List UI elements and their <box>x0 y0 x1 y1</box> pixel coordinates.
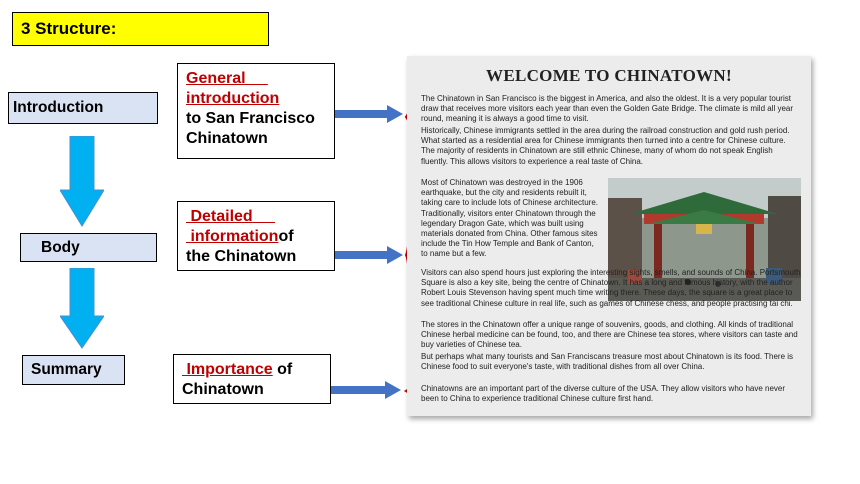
summary-label: Summary <box>22 355 125 385</box>
article-paragraph: The stores in the Chinatown offer a uniq… <box>421 320 798 350</box>
intro-description-box: General introduction to San Francisco Ch… <box>177 63 335 159</box>
article-paragraph: Historically, Chinese immigrants settled… <box>421 126 790 166</box>
body-red-text-1: Detailed <box>190 208 253 225</box>
article-paragraph: The Chinatown in San Francisco is the bi… <box>421 94 794 124</box>
introduction-label: Introduction <box>8 92 158 124</box>
intro-text-1: to San Francisco <box>186 110 315 127</box>
body-label: Body <box>20 233 157 262</box>
article-title: WELCOME TO CHINATOWN! <box>486 66 732 85</box>
article-paragraph: But perhaps what many tourists and San F… <box>421 352 794 372</box>
body-red-text-2: information <box>190 228 279 245</box>
intro-red-text-1: General <box>186 70 246 87</box>
body-description-box: Detailed informationof the Chinatown <box>177 201 335 271</box>
right-arrow-icon <box>335 105 403 123</box>
chinatown-gate-photo <box>608 178 801 301</box>
article-paragraph: Most of Chinatown was destroyed in the 1… <box>421 178 598 259</box>
body-text-2: the Chinatown <box>186 248 297 265</box>
right-arrow-icon <box>335 246 403 264</box>
summary-red-text: Importance <box>186 361 273 378</box>
down-arrow-icon <box>60 136 104 227</box>
intro-text-2: Chinatown <box>186 130 268 147</box>
article-paragraph: Chinatowns are an important part of the … <box>421 384 786 404</box>
intro-red-text-2: introduction <box>186 90 280 107</box>
article-paragraph: Visitors can also spend hours just explo… <box>421 268 801 308</box>
right-arrow-icon <box>331 381 401 399</box>
body-text-inline: of <box>278 228 294 245</box>
down-arrow-icon <box>60 268 104 349</box>
summary-text-inline: of <box>277 361 293 378</box>
summary-text-2: Chinatown <box>182 381 264 398</box>
slide-title: 3 Structure: <box>12 12 269 46</box>
summary-description-box: Importance of Chinatown <box>173 354 331 404</box>
article-image: WELCOME TO CHINATOWN! The Chinatown in S… <box>407 56 811 416</box>
